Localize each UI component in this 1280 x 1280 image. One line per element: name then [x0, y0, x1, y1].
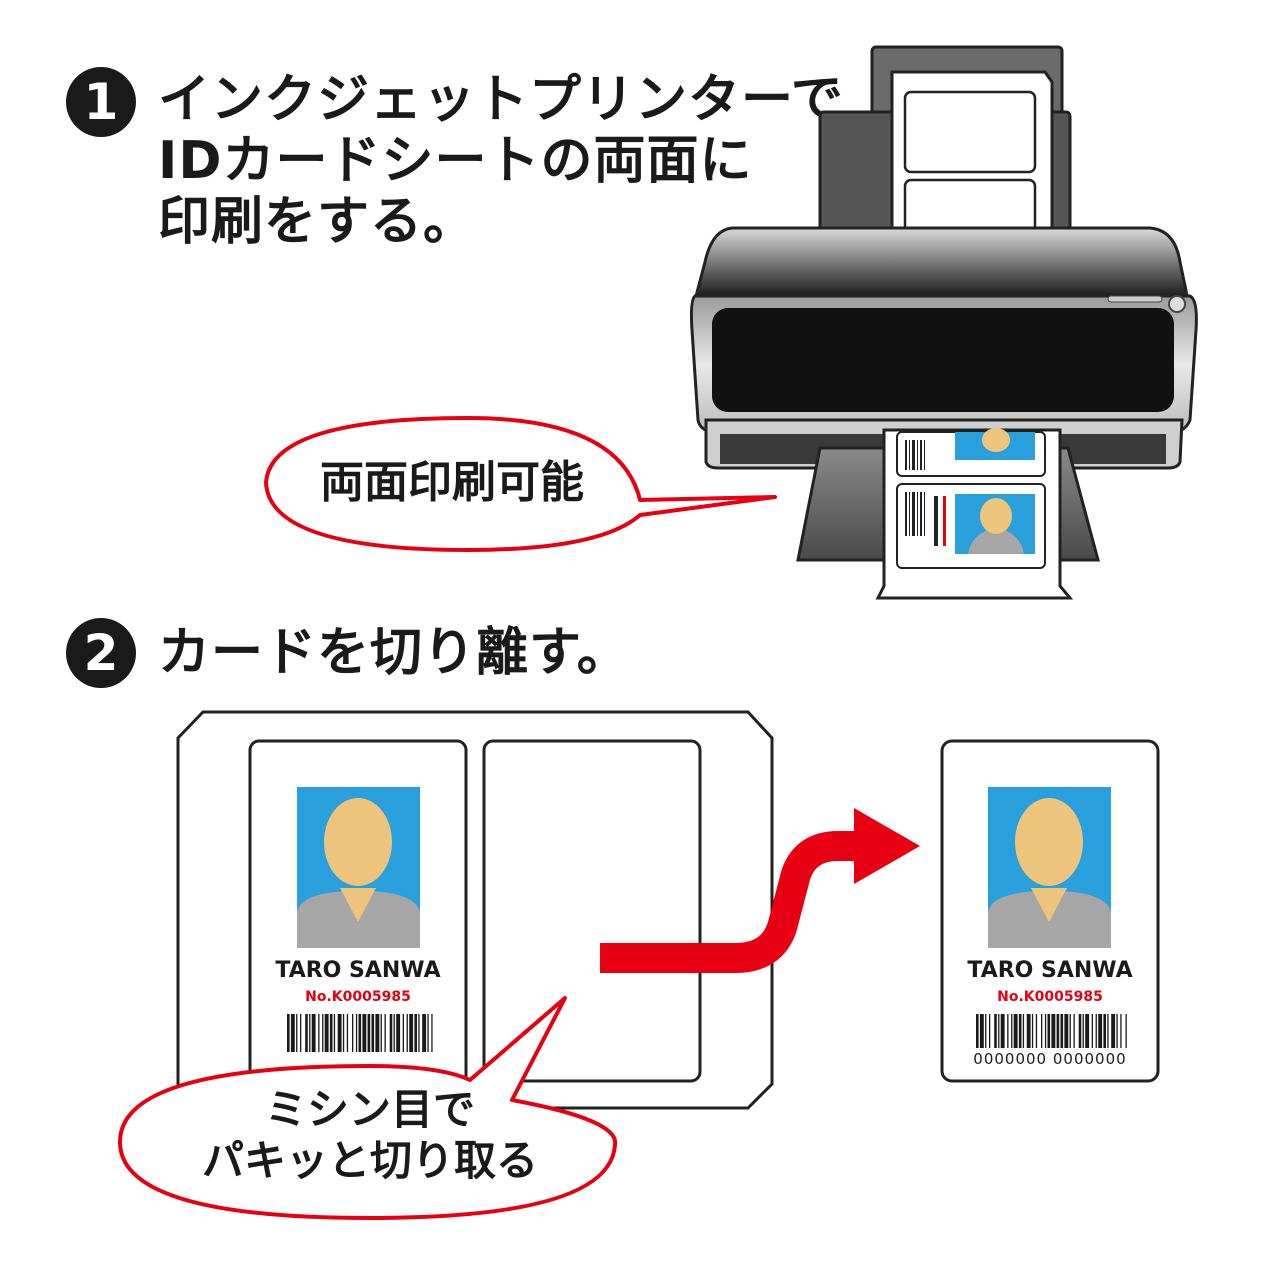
barcode-left [287, 1014, 433, 1052]
callout-bubble-1 [264, 416, 777, 552]
barcode-bar [1051, 1014, 1056, 1048]
card-name-left: TARO SANWA [275, 958, 441, 983]
barcode-bar [1018, 1014, 1022, 1048]
barcode-right [976, 1014, 1127, 1048]
card-photo-left [297, 787, 420, 948]
barcode-bar [384, 1014, 386, 1052]
barcode-bar [371, 1014, 375, 1052]
barcode-bar [1120, 1014, 1122, 1048]
barcode-bar [1041, 1014, 1043, 1048]
barcode-bar [1035, 1014, 1038, 1048]
barcode-bar [409, 1014, 414, 1052]
callout-bubble-2 [118, 996, 618, 1220]
callout-1-text: 両面印刷可能 [320, 457, 584, 508]
barcode-bar [985, 1014, 987, 1048]
barcode-bar [346, 1014, 349, 1052]
barcode-bar [342, 1014, 345, 1052]
barcode-bar [305, 1014, 308, 1052]
step-1-line-1: インクジェットプリンターで [158, 70, 844, 130]
barcode-bar [322, 1014, 324, 1052]
barcode-bar [296, 1014, 298, 1052]
barcode-bar [311, 1014, 316, 1052]
barcode-digits-right: 0000000 0000000 [973, 1050, 1127, 1068]
barcode-bar [329, 1014, 333, 1052]
final-id-card [940, 739, 1160, 1083]
barcode-bar [300, 1014, 302, 1052]
card-number-right: No.K0005985 [997, 989, 1103, 1005]
barcode-bar [1007, 1014, 1009, 1048]
barcode-bar [1082, 1014, 1084, 1048]
barcode-bar [367, 1014, 371, 1052]
barcode-bar [1085, 1014, 1090, 1048]
barcode-bar [380, 1014, 382, 1052]
barcode-bar [1022, 1014, 1025, 1048]
barcode-bar [287, 1014, 290, 1052]
barcode-bar [414, 1014, 417, 1052]
barcode-bar [1098, 1014, 1103, 1048]
barcode-bar [976, 1014, 979, 1048]
barcode-bar [402, 1014, 404, 1052]
printer [689, 45, 1198, 600]
barcode-bar [1060, 1014, 1064, 1048]
barcode-bar [375, 1014, 380, 1052]
barcode-bar [318, 1014, 320, 1052]
barcode-bar [290, 1014, 295, 1052]
barcode-bar [1091, 1014, 1093, 1048]
barcode-bar [389, 1014, 393, 1052]
barcode-bar [989, 1014, 991, 1048]
barcode-bar [1013, 1014, 1018, 1048]
barcode-bar [1078, 1014, 1082, 1048]
barcode-bar [337, 1014, 342, 1052]
barcode-bar [422, 1014, 427, 1052]
barcode-bar [1069, 1014, 1071, 1048]
barcode-bar [1011, 1014, 1013, 1048]
barcode-bar [1044, 1014, 1047, 1048]
barcode-bar [1064, 1014, 1069, 1048]
barcode-bar [1047, 1014, 1051, 1048]
barcode-bar [1107, 1014, 1109, 1048]
barcode-bar [1056, 1014, 1060, 1048]
barcode-bar [1103, 1014, 1106, 1048]
barcode-bar [406, 1014, 408, 1052]
barcode-bar [1125, 1014, 1127, 1048]
barcode-bar [362, 1014, 367, 1052]
barcode-bar [418, 1014, 420, 1052]
barcode-bar [333, 1014, 336, 1052]
barcode-bar [358, 1014, 362, 1052]
barcode-bar [979, 1014, 984, 1048]
card-number-left: No.K0005985 [305, 989, 411, 1005]
barcode-bar [309, 1014, 311, 1052]
barcode-bar [1073, 1014, 1075, 1048]
step-1-line-3: 印刷をする。 [158, 192, 477, 252]
fed-sheet [890, 70, 1054, 250]
barcode-bar [431, 1014, 433, 1052]
step-2-text: カードを切り離す。 [158, 623, 630, 683]
barcode-bar [324, 1014, 329, 1052]
callout-2-line-1: ミシン目で [264, 1085, 475, 1134]
barcode-bar [994, 1014, 997, 1048]
card-name-right: TARO SANWA [967, 958, 1133, 983]
barcode-bar [355, 1014, 358, 1052]
step-2-badge: 2 [66, 618, 136, 688]
barcode-bar [396, 1014, 401, 1052]
barcode-bar [998, 1014, 1000, 1048]
barcode-bar [1000, 1014, 1005, 1048]
barcode-bar [1026, 1014, 1031, 1048]
barcode-bar [352, 1014, 354, 1052]
barcode-bar [1095, 1014, 1097, 1048]
barcode-bar [393, 1014, 395, 1052]
step-1-badge: 1 [66, 67, 136, 137]
callout-2-line-2: パキッと切り取る [201, 1136, 538, 1185]
move-arrow [600, 808, 920, 973]
step-1-line-2: IDカードシートの両面に [158, 131, 753, 191]
id-card-sheet [176, 710, 774, 1110]
barcode-bar [1031, 1014, 1034, 1048]
barcode-bar [427, 1014, 429, 1052]
barcode-bar [1116, 1014, 1118, 1048]
output-sheet [875, 428, 1074, 600]
barcode-bar [1111, 1014, 1116, 1048]
